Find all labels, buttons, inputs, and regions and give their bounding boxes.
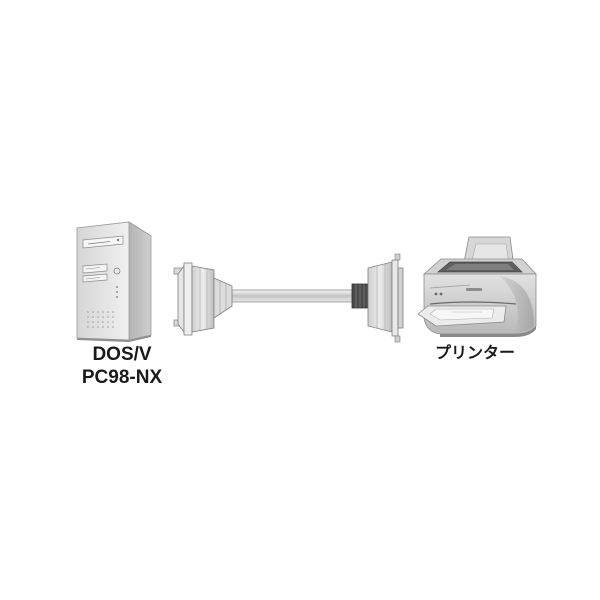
- pc-label-line2: PC98-NX: [81, 367, 163, 388]
- pc-label-line1: DOS/V: [92, 344, 152, 365]
- dsub-connector-icon: [173, 262, 233, 336]
- parallel-printer-cable-icon: [173, 253, 404, 343]
- pc-label: DOS/V PC98-NX: [58, 343, 186, 389]
- inkjet-printer-icon: [417, 236, 537, 337]
- printer-label: プリンター: [434, 345, 515, 362]
- centronics-connector-icon: [351, 253, 404, 343]
- desktop-tower-pc-icon: [75, 221, 153, 342]
